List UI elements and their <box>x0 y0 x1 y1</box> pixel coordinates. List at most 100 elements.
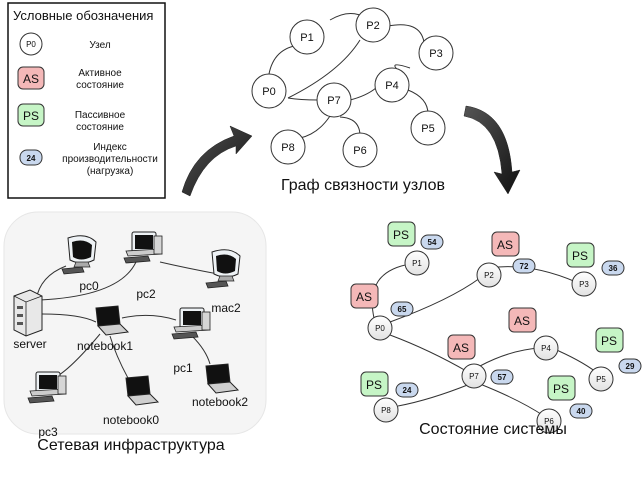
index-pill-p0 <box>390 301 414 317</box>
graph-node-p8-label: P8 <box>281 142 294 154</box>
net-link-notebook1-notebook0 <box>109 335 129 379</box>
curved-arrow-right <box>463 105 521 195</box>
device-notebook0-label: notebook0 <box>103 413 159 427</box>
state-node-p3 <box>571 271 597 297</box>
graph-node-p3-label: P3 <box>429 48 442 60</box>
connectivity-graph: P0 P1 P2 P3 P4 P5 P6 P7 P8 <box>251 7 454 168</box>
curved-arrow-left <box>181 125 253 197</box>
state-node-p2-label: P2 <box>484 271 494 280</box>
state-caption: Состояние системы <box>419 421 567 438</box>
net-link-pc2-mac2 <box>159 261 219 275</box>
device-server-label: server <box>13 337 46 351</box>
state-edge-p7-p4 <box>479 347 541 367</box>
net-link-server-notebook1 <box>41 313 97 323</box>
legend-passive-symbol <box>17 103 45 127</box>
graph-node-p6 <box>342 132 378 168</box>
legend-panel: Условные обозначения P0 Узел AS Активное… <box>7 2 166 199</box>
state-box-p1 <box>387 221 416 247</box>
net-link-notebook1-pc1 <box>121 314 177 321</box>
state-box-p6-label: PS <box>553 382 569 396</box>
graph-edge-p7-p4 <box>349 87 377 101</box>
index-pill-p8-label: 24 <box>403 386 412 395</box>
state-box-p4-label: AS <box>514 314 530 328</box>
state-box-p0 <box>350 283 379 309</box>
state-box-p8-label: PS <box>366 378 382 392</box>
index-pill-p8 <box>395 382 419 398</box>
device-mac2-label: mac2 <box>211 301 241 315</box>
graph-caption: Граф связности узлов <box>281 177 445 194</box>
index-pill-p2 <box>512 258 536 274</box>
index-pill-p5 <box>618 358 642 374</box>
index-pill-p0-label: 65 <box>398 305 407 314</box>
device-notebook1-label: notebook1 <box>77 339 133 353</box>
graph-node-p3 <box>418 35 454 71</box>
index-pill-p3 <box>601 260 625 276</box>
graph-edge-p7-p8 <box>299 115 331 139</box>
state-box-p7-label: AS <box>453 341 469 355</box>
state-node-p8-label: P8 <box>381 406 391 415</box>
graph-node-p4 <box>374 67 410 103</box>
state-box-p0-label: AS <box>356 290 372 304</box>
legend-index-text-2: производительности <box>62 154 158 165</box>
state-edge-p0-p7 <box>389 334 469 373</box>
legend-active-symbol-label: AS <box>23 72 39 86</box>
graph-node-p5 <box>410 110 446 146</box>
state-box-p5-label: PS <box>601 334 617 348</box>
device-pc2-label: pc2 <box>136 287 156 301</box>
state-box-p2 <box>491 231 520 257</box>
legend-active-text-1: Активное <box>78 68 122 79</box>
state-node-p4-label: P4 <box>541 344 551 353</box>
state-node-p5-label: P5 <box>596 375 606 384</box>
graph-node-p1 <box>289 19 325 55</box>
state-box-p4 <box>508 307 537 333</box>
state-box-p3-label: PS <box>572 249 588 263</box>
legend-index-text-1: Индекс <box>93 142 127 153</box>
legend-active-symbol <box>17 66 45 90</box>
graph-node-p8 <box>270 129 306 165</box>
network-caption: Сетевая инфраструктура <box>37 437 224 454</box>
state-edge-p0-p1 <box>371 263 411 319</box>
legend-node-symbol <box>19 32 43 56</box>
legend-passive-symbol-label: PS <box>23 109 39 123</box>
state-node-p5 <box>588 366 614 392</box>
state-node-p4 <box>533 335 559 361</box>
index-pill-p1 <box>420 234 444 250</box>
legend-node-symbol-label: P0 <box>26 40 36 49</box>
state-edge-p7-p8 <box>397 383 471 407</box>
index-pill-p6 <box>569 403 593 419</box>
state-box-p2-label: AS <box>497 238 513 252</box>
state-node-p0 <box>367 315 393 341</box>
state-node-p1-label: P1 <box>412 259 422 268</box>
index-pill-p3-label: 36 <box>609 264 618 273</box>
legend-index-symbol <box>19 149 43 166</box>
index-pill-p7 <box>490 369 514 385</box>
index-pill-p2-label: 72 <box>520 262 529 271</box>
legend-passive-text-1: Пассивное <box>75 110 126 121</box>
index-pill-p6-label: 40 <box>577 407 586 416</box>
index-pill-p1-label: 54 <box>428 238 437 247</box>
graph-node-p7-label: P7 <box>327 95 340 107</box>
graph-node-p2-label: P2 <box>366 20 379 32</box>
device-pc3-label: pc3 <box>38 425 58 439</box>
state-box-p1-label: PS <box>393 228 409 242</box>
device-notebook2-label: notebook2 <box>192 395 248 409</box>
graph-edge-p2-p3 <box>387 24 425 43</box>
legend-active-text-2: состояние <box>76 80 124 91</box>
legend-passive-text-2: состояние <box>76 122 124 133</box>
state-edge-p7-p6 <box>479 383 545 417</box>
device-pc0-label: pc0 <box>79 279 99 293</box>
graph-node-p7 <box>316 82 352 118</box>
state-node-p1 <box>404 250 430 276</box>
state-node-p8 <box>373 397 399 423</box>
network-infrastructure: pc0 pc2 mac2 server notebook1 pc1 notebo… <box>3 211 267 439</box>
state-box-p6 <box>547 375 576 401</box>
legend-node-text: Узел <box>89 40 110 51</box>
graph-node-p2 <box>355 7 391 43</box>
legend-title: Условные обозначения <box>13 8 153 23</box>
state-node-p6 <box>536 408 562 434</box>
state-node-p7 <box>461 363 487 389</box>
system-state: PS AS AS PS AS AS PS PS PS 54 65 72 36 2… <box>350 221 642 434</box>
state-node-p2 <box>476 262 502 288</box>
net-link-pc1-notebook2 <box>191 335 211 365</box>
